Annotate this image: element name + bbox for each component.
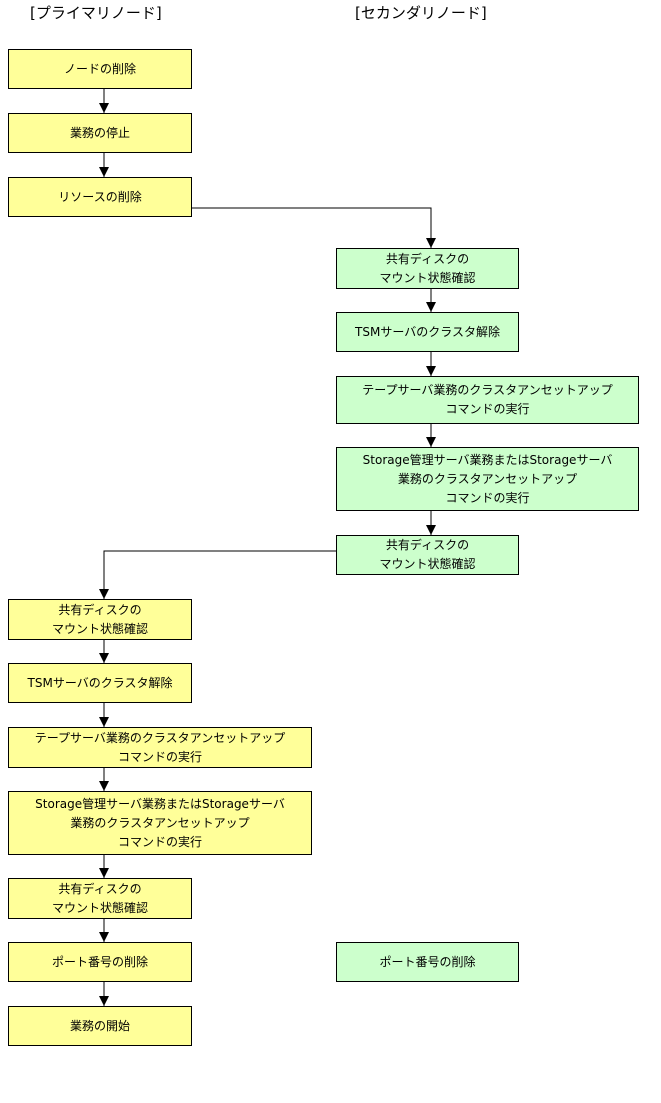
secondary-step-label: コマンドの実行 (445, 402, 530, 416)
secondary-step-label: 共有ディスクの (385, 251, 470, 266)
secondary-step-label: Storage管理サーバ業務またはStorageサーバ (362, 452, 613, 467)
primary-step-9: ポート番号の削除 (8, 942, 192, 982)
primary-step-label: マウント状態確認 (51, 900, 148, 915)
secondary-step-5: 共有ディスクのマウント状態確認 (336, 535, 519, 575)
primary-step-4: 共有ディスクのマウント状態確認 (8, 599, 192, 640)
primary-step-7: Storage管理サーバ業務またはStorageサーバ業務のクラスタアンセットア… (8, 791, 312, 855)
arrow-primary-3-to-secondary-1 (192, 207, 436, 248)
primary-step-label: コマンドの実行 (117, 834, 202, 849)
secondary-step-label: コマンドの実行 (445, 490, 530, 505)
secondary-step-2: TSMサーバのクラスタ解除 (336, 312, 519, 352)
primary-step-3: リソースの削除 (8, 177, 192, 217)
primary-step-6: テープサーバ業務のクラスタアンセットアップコマンドの実行 (8, 727, 312, 768)
primary-step-label: Storage管理サーバ業務またはStorageサーバ (35, 796, 285, 811)
primary-step-5: TSMサーバのクラスタ解除 (8, 663, 192, 703)
primary-step-1: ノードの削除 (8, 49, 192, 89)
primary-step-label: ポート番号の削除 (51, 954, 148, 969)
secondary-step-label: TSMサーバのクラスタ解除 (355, 324, 500, 339)
primary-step-label: 共有ディスクの (58, 602, 142, 617)
secondary-step-label: ポート番号の削除 (379, 954, 476, 969)
primary-step-label: テープサーバ業務のクラスタアンセットアップ (34, 730, 286, 745)
primary-step-label: ノードの削除 (63, 61, 136, 76)
arrow-secondary-5-to-primary-4 (99, 550, 336, 599)
primary-step-label: TSMサーバのクラスタ解除 (27, 675, 173, 690)
primary-step-label: コマンドの実行 (117, 749, 202, 764)
primary-node-header: [プライマリノード] (30, 4, 162, 22)
secondary-node-header: [セカンダリノード] (355, 4, 487, 22)
primary-step-2: 業務の停止 (8, 113, 192, 153)
primary-step-label: 業務のクラスタアンセットアップ (70, 815, 250, 830)
secondary-step-4: Storage管理サーバ業務またはStorageサーバ業務のクラスタアンセットア… (336, 447, 639, 511)
primary-step-label: 業務の開始 (69, 1018, 130, 1033)
secondary-step-3: テープサーバ業務のクラスタアンセットアップコマンドの実行 (336, 376, 639, 424)
secondary-step-1: 共有ディスクのマウント状態確認 (336, 248, 519, 289)
primary-step-label: マウント状態確認 (51, 621, 148, 636)
secondary-step-label: マウント状態確認 (379, 557, 476, 571)
primary-step-10: 業務の開始 (8, 1006, 192, 1046)
primary-step-8: 共有ディスクのマウント状態確認 (8, 878, 192, 919)
primary-step-label: 共有ディスクの (58, 881, 142, 896)
secondary-step-label: 共有ディスクの (385, 538, 470, 552)
primary-step-label: 業務の停止 (69, 125, 130, 140)
secondary-step-label: マウント状態確認 (379, 270, 476, 285)
secondary-step-label: 業務のクラスタアンセットアップ (397, 471, 578, 486)
secondary-step-6: ポート番号の削除 (336, 942, 519, 982)
secondary-step-label: テープサーバ業務のクラスタアンセットアップ (362, 383, 613, 397)
primary-step-label: リソースの削除 (58, 189, 142, 204)
